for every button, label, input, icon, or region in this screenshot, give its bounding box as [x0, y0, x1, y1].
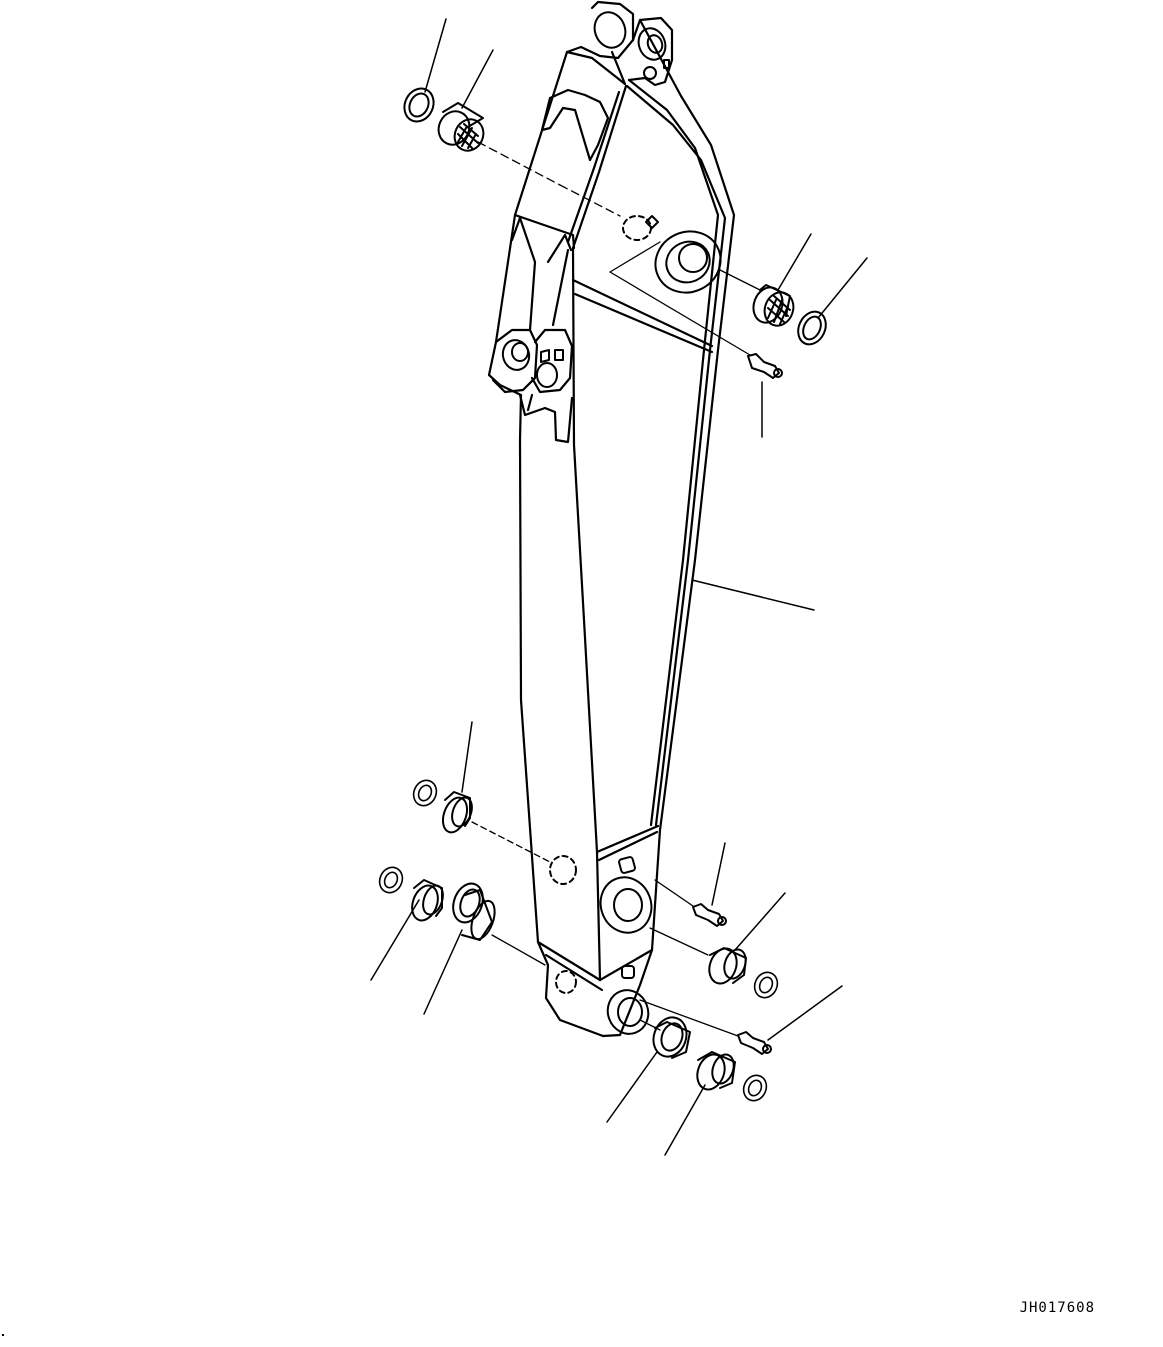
grease-fitting-lower — [692, 903, 727, 927]
bushing-mid-left — [441, 791, 473, 834]
seal-ring-top-left — [403, 87, 435, 123]
corner-mark — [2, 1334, 4, 1336]
grease-fitting-upper — [747, 353, 783, 379]
flanged-bushing-lower-left — [452, 882, 496, 941]
grease-fitting-tip — [737, 1031, 772, 1055]
top-pin-boss — [593, 11, 670, 80]
bushing-tip — [696, 1051, 736, 1091]
seal-ring-top-right — [797, 310, 827, 346]
bushing-top-left — [437, 102, 485, 152]
leader-lines — [370, 18, 868, 1156]
lower-pin-boss — [549, 855, 653, 934]
bushing-lower-right — [708, 947, 747, 985]
seal-ring-lower-left — [378, 866, 404, 894]
bushing-lower-left — [411, 879, 444, 922]
drawing-code: JH017608 — [1019, 1300, 1095, 1316]
bushing-top-right — [752, 284, 795, 327]
seal-ring-lower-right — [753, 971, 779, 999]
arm-body — [487, 0, 736, 1038]
bracket-pin-boss — [501, 339, 564, 388]
tip-pin-boss — [555, 965, 650, 1035]
seal-ring-mid-left — [412, 779, 438, 807]
flanged-bushing-tip — [652, 1016, 691, 1059]
assembly-lines — [471, 141, 761, 1037]
seal-ring-tip — [742, 1074, 768, 1102]
main-pin-boss — [622, 215, 722, 294]
